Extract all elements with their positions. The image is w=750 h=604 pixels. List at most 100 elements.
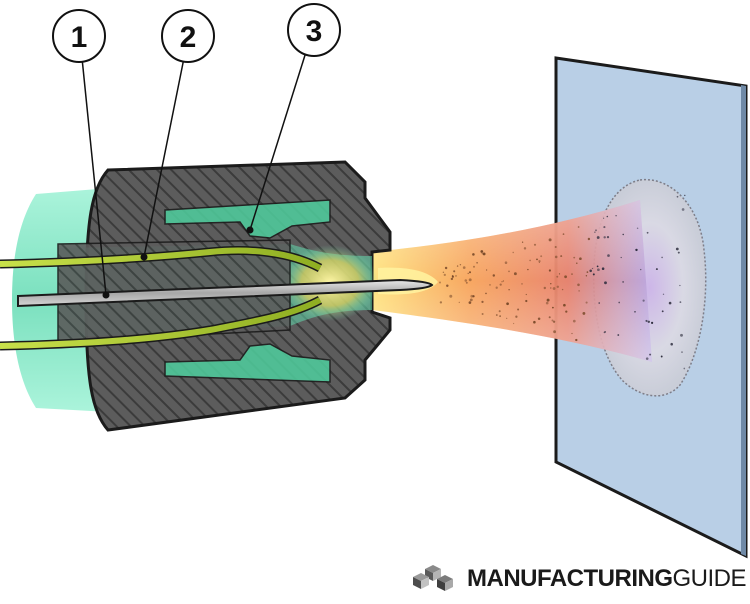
spray-particle xyxy=(485,269,488,271)
spray-particle xyxy=(577,226,580,228)
spray-particle xyxy=(495,314,498,316)
spray-particle xyxy=(508,288,510,291)
spray-particle xyxy=(617,334,620,336)
spray-particle xyxy=(545,301,549,305)
spray-particle xyxy=(513,272,517,276)
spray-particle xyxy=(499,315,501,317)
spray-particle xyxy=(668,301,672,305)
spray-particle xyxy=(550,283,552,285)
spray-particle xyxy=(596,236,600,239)
spray-particle xyxy=(455,275,457,277)
spray-particle xyxy=(684,194,686,197)
spray-particle xyxy=(550,287,552,289)
spray-particle xyxy=(498,310,501,313)
central-rod xyxy=(17,278,434,308)
spray-particle xyxy=(489,284,491,286)
spray-particle xyxy=(603,331,606,334)
spray-particle xyxy=(645,357,649,360)
spray-particle xyxy=(595,229,597,232)
spray-particle xyxy=(680,333,683,337)
callout-1: 1 xyxy=(52,9,106,63)
callout-anchors xyxy=(102,226,254,299)
spray-particle xyxy=(556,275,559,278)
spray-particle xyxy=(481,252,483,255)
spray-particle xyxy=(504,261,508,264)
spray-particle xyxy=(676,195,679,198)
spray-particle xyxy=(548,238,552,242)
spray-particle xyxy=(642,299,645,302)
spray-particle xyxy=(546,298,550,302)
spray-particle xyxy=(634,311,636,313)
spray-particle xyxy=(517,308,520,311)
spray-particle xyxy=(525,299,528,303)
spray-particle xyxy=(446,284,449,288)
spray-particle xyxy=(481,313,484,315)
spray-particle xyxy=(469,271,471,274)
spray-particle xyxy=(662,293,665,295)
spray-particle xyxy=(587,237,591,241)
spray-particle xyxy=(649,353,652,356)
spray-particle xyxy=(442,271,445,274)
spray-particle xyxy=(560,255,563,258)
spray-particle xyxy=(476,261,478,264)
spray-particle xyxy=(506,302,509,306)
spray-particle xyxy=(482,252,486,256)
spray-particle xyxy=(563,303,566,307)
callout-2: 2 xyxy=(161,9,215,63)
spray-particle xyxy=(606,215,609,218)
spray-particle xyxy=(670,342,673,346)
brand-name-bold: MANUFACTURING xyxy=(467,565,673,592)
spray-particle xyxy=(575,338,578,342)
spray-particle xyxy=(533,320,536,324)
spray-particle xyxy=(603,236,606,239)
spray-particle xyxy=(548,316,551,319)
spray-particle xyxy=(681,351,683,353)
spray-particle xyxy=(469,298,473,302)
spray-particle xyxy=(596,265,599,268)
spray-particle xyxy=(515,315,518,318)
spray-particle xyxy=(548,269,551,272)
spray-particle xyxy=(677,251,680,254)
spray-particle xyxy=(543,286,546,290)
spray-particle xyxy=(536,258,538,261)
spray-particle xyxy=(444,266,448,270)
spray-particle xyxy=(603,226,606,229)
spray-particle xyxy=(573,256,576,259)
spray-particle xyxy=(645,319,648,322)
spray-particle xyxy=(462,266,466,269)
spray-particle xyxy=(647,320,651,324)
spray-particle xyxy=(615,214,617,217)
spray-particle xyxy=(577,283,580,287)
spray-particle xyxy=(681,208,685,211)
spray-particle xyxy=(540,255,543,258)
spray-particle xyxy=(679,301,682,303)
spray-particle xyxy=(564,275,567,279)
spray-particle xyxy=(679,284,681,287)
callout-2-label: 2 xyxy=(180,21,197,54)
spray-particle xyxy=(521,283,523,285)
spray-particle xyxy=(472,265,476,268)
spray-particle xyxy=(533,243,537,246)
spray-particle xyxy=(661,310,664,313)
spray-particle xyxy=(464,279,468,282)
spray-particle xyxy=(449,294,453,298)
spray-particle xyxy=(472,253,475,256)
spray-particle xyxy=(538,259,541,263)
spray-particle xyxy=(537,317,541,321)
spray-particle xyxy=(660,355,663,358)
spray-particle xyxy=(556,285,560,289)
spray-particle xyxy=(451,275,454,277)
spray-particle xyxy=(508,270,510,273)
spray-particle xyxy=(561,288,564,291)
cube-stack-icon xyxy=(413,565,453,591)
spray-particle xyxy=(622,233,624,236)
spray-particle xyxy=(467,272,469,275)
spray-particle xyxy=(456,265,459,267)
spray-particle xyxy=(579,257,582,261)
spray-particle xyxy=(551,319,554,322)
spray-particle xyxy=(453,270,456,273)
callout-leaders xyxy=(81,51,307,296)
spray-particle xyxy=(506,317,508,319)
